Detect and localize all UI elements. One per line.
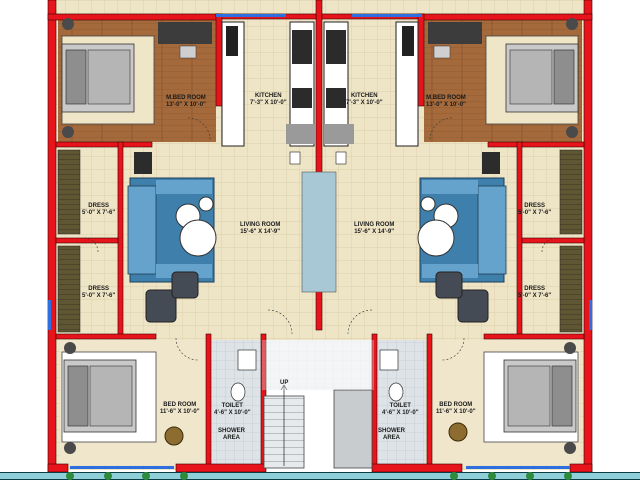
living-furniture-right: [417, 152, 507, 323]
door-swings: [83, 117, 557, 361]
label-stair-up: UP: [280, 380, 289, 386]
bed-left: [61, 342, 184, 454]
kitchen-right: [323, 21, 419, 165]
bed-right: [448, 342, 579, 454]
ground-strip: [0, 472, 640, 480]
kitchen-left: [221, 21, 316, 165]
duct-shaft: [301, 171, 337, 293]
walls: [47, 0, 593, 473]
master-bed-left: [61, 18, 212, 138]
toilet-fixtures: [230, 349, 404, 402]
wardrobes: [57, 149, 583, 333]
living-furniture-left: [127, 152, 217, 323]
staircase: [262, 340, 374, 469]
master-bed-right: [428, 18, 579, 138]
windows: [48, 14, 592, 469]
